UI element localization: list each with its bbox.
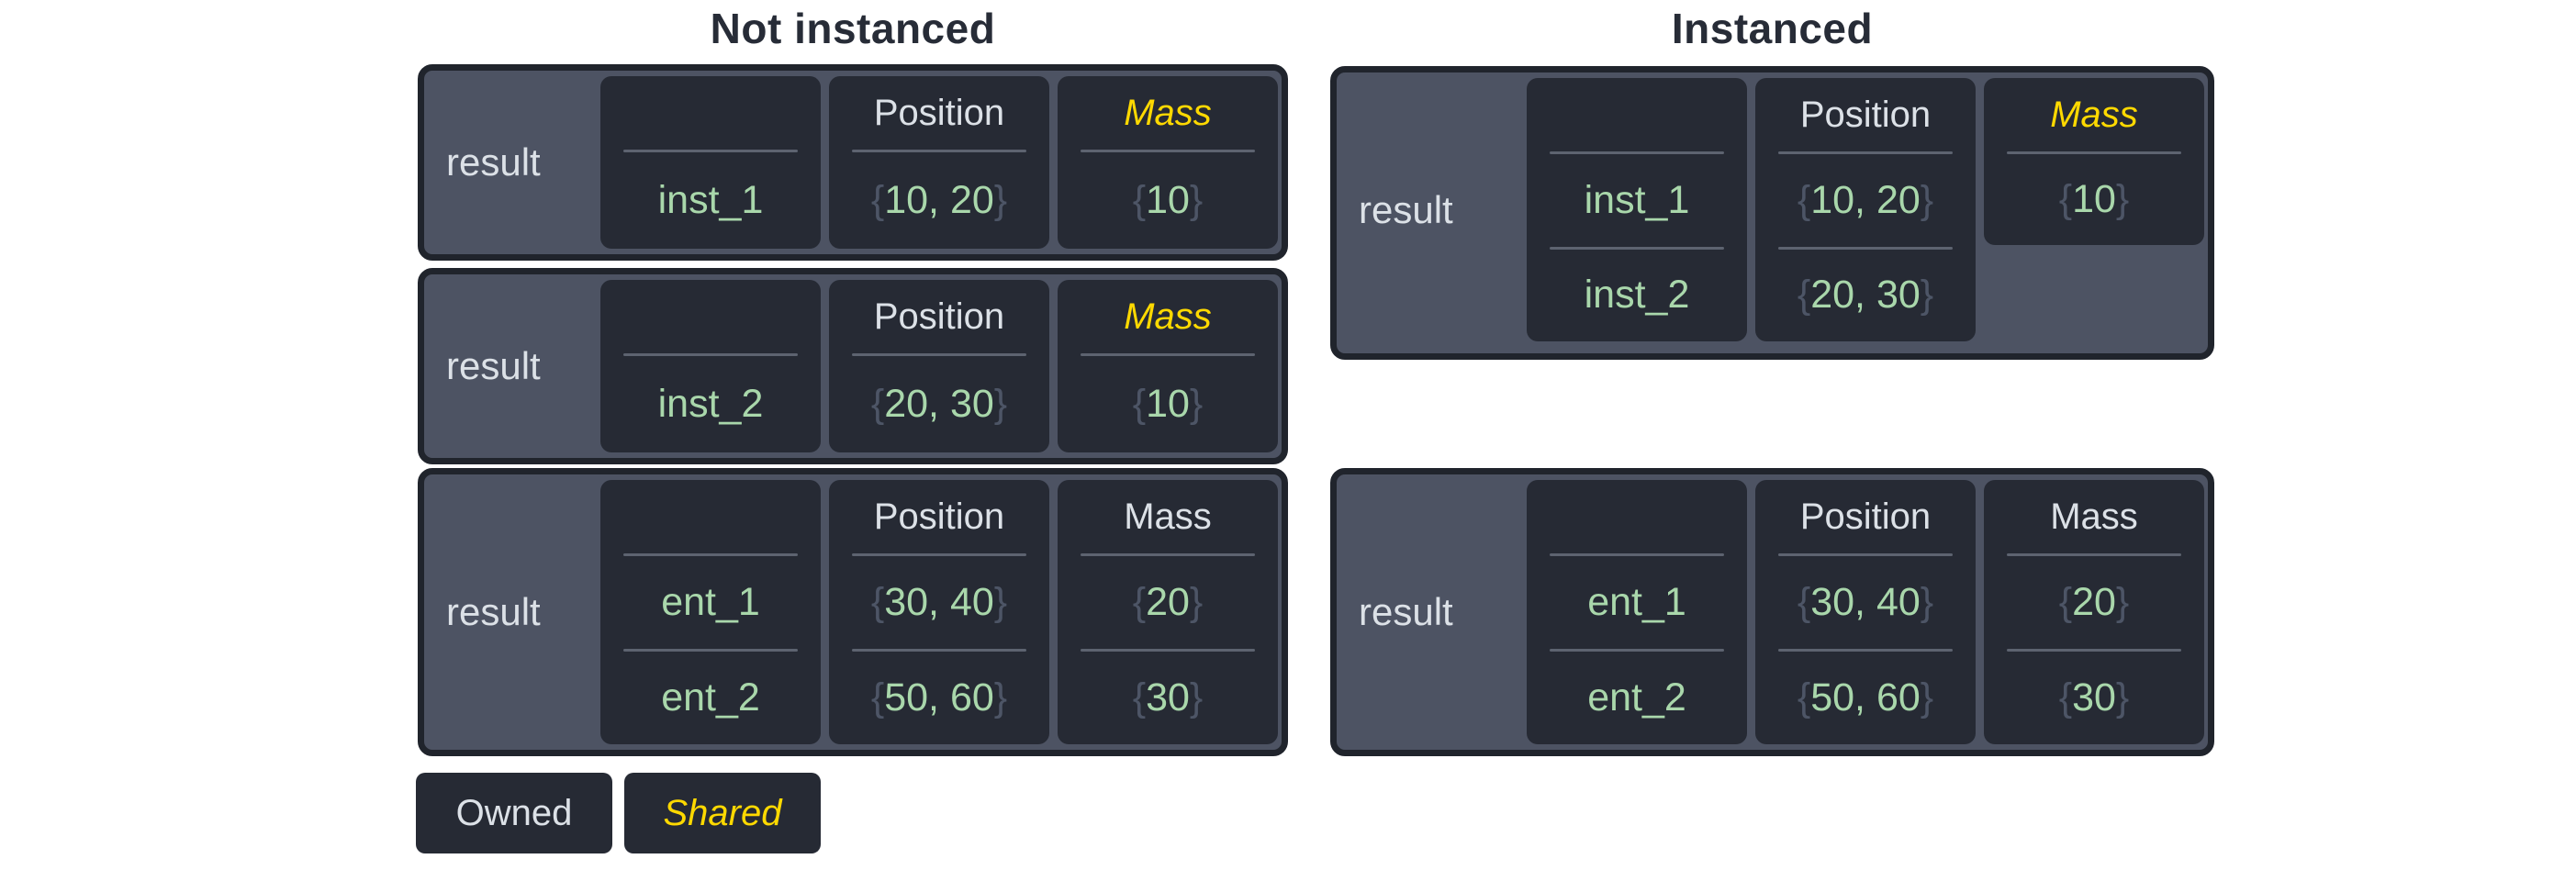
cells: inst_1 inst_2 Position {10, 20} {20, 30}… [1527, 78, 2204, 341]
divider [623, 649, 798, 652]
divider [852, 553, 1026, 556]
divider [1778, 246, 1953, 250]
position-value: {30, 40} [1797, 580, 1934, 624]
mass-column: Mass {20} {30} [1058, 480, 1278, 744]
result-label: result [1359, 187, 1453, 231]
mass-column-header: Mass [2050, 496, 2138, 537]
divider [852, 649, 1026, 652]
position-column: Position {10, 20} {20, 30} [1755, 78, 1976, 341]
position-column-header: Position [1799, 496, 1932, 537]
divider [1081, 553, 1255, 556]
legend-shared: Shared [624, 773, 821, 853]
divider [852, 353, 1026, 356]
mass-column-header: Mass [1124, 296, 1212, 337]
position-column-header: Position [873, 496, 1005, 537]
position-value: {10, 20} [870, 178, 1008, 222]
position-column-header: Position [873, 296, 1005, 337]
divider [1081, 150, 1255, 152]
divider [1550, 151, 1724, 154]
mass-column-header: Mass [1124, 92, 1212, 133]
entity-name: inst_1 [657, 178, 764, 222]
cells: ent_1 ent_2 Position {30, 40} {50, 60} M… [1527, 480, 2204, 744]
result-label: result [446, 140, 541, 184]
legend-owned: Owned [416, 773, 612, 853]
divider [2007, 553, 2181, 556]
entity-column-header [600, 480, 821, 553]
mass-column-header: Mass [2050, 94, 2138, 135]
divider [1778, 649, 1953, 652]
entity-name: ent_1 [1587, 580, 1686, 624]
divider [623, 353, 798, 356]
mass-value: {10} [1132, 382, 1204, 426]
mass-column-shared: Mass {10} [1984, 78, 2204, 245]
divider [1550, 246, 1724, 250]
position-column-header: Position [1799, 94, 1932, 135]
mass-column-header: Mass [1124, 496, 1212, 537]
mass-column: Mass {10} [1058, 280, 1278, 452]
mass-value: {20} [2058, 580, 2130, 624]
divider [852, 150, 1026, 152]
entity-column-header [1527, 78, 1747, 151]
divider [2007, 649, 2181, 652]
position-value: {30, 40} [870, 580, 1008, 624]
position-column-header: Position [873, 92, 1005, 133]
cells: ent_1 ent_2 Position {30, 40} {50, 60} M… [600, 480, 1278, 744]
divider [1081, 353, 1255, 356]
position-column: Position {30, 40} {50, 60} [1755, 480, 1976, 744]
mass-value: {10} [2058, 177, 2130, 221]
position-column: Position {30, 40} {50, 60} [829, 480, 1049, 744]
divider [1550, 649, 1724, 652]
legend: Owned Shared [416, 773, 821, 853]
cells: inst_2 Position {20, 30} Mass {10} [600, 280, 1278, 452]
entity-name: inst_2 [657, 382, 764, 426]
entity-column: ent_1 ent_2 [1527, 480, 1747, 744]
entity-name: inst_1 [1584, 177, 1690, 222]
result-label: result [1359, 590, 1453, 633]
entity-column: inst_1 inst_2 [1527, 78, 1747, 341]
divider [1778, 553, 1953, 556]
group-title-instanced: Instanced [1671, 5, 1874, 52]
cells: inst_1 Position {10, 20} Mass {10} [600, 76, 1278, 249]
mass-value: {30} [2058, 675, 2130, 719]
result-box-entities-right: result ent_1 ent_2 Position {30, 40} {50… [1330, 468, 2214, 756]
mass-value: {10} [1132, 178, 1204, 222]
entity-column: inst_1 [600, 76, 821, 249]
entity-name: ent_2 [661, 675, 760, 719]
entity-name: ent_2 [1587, 675, 1686, 719]
result-label: result [446, 590, 541, 633]
mass-column: Mass {20} {30} [1984, 480, 2204, 744]
entity-name: ent_1 [661, 580, 760, 624]
result-box-entities-left: result ent_1 ent_2 Position {30, 40} {50… [418, 468, 1288, 756]
entity-name: inst_2 [1584, 273, 1690, 318]
divider [1778, 151, 1953, 154]
result-box-instances-merged: result inst_1 inst_2 Position {10, 20} {… [1330, 66, 2214, 360]
mass-column: Mass {10} [1058, 76, 1278, 249]
position-value: {50, 60} [870, 675, 1008, 719]
position-value: {20, 30} [1797, 273, 1934, 318]
result-box-inst2: result inst_2 Position {20, 30} Mass {10… [418, 268, 1288, 464]
result-box-inst1: result inst_1 Position {10, 20} Mass {10… [418, 64, 1288, 261]
entity-column: ent_1 ent_2 [600, 480, 821, 744]
mass-value: {30} [1132, 675, 1204, 719]
position-column: Position {10, 20} [829, 76, 1049, 249]
position-value: {50, 60} [1797, 675, 1934, 719]
result-label: result [446, 344, 541, 387]
divider [623, 553, 798, 556]
mass-value: {20} [1132, 580, 1204, 624]
divider [1550, 553, 1724, 556]
group-title-not-instanced: Not instanced [710, 5, 996, 52]
position-value: {20, 30} [870, 382, 1008, 426]
position-value: {10, 20} [1797, 177, 1934, 222]
entity-column-header [600, 280, 821, 353]
divider [1081, 649, 1255, 652]
entity-column-header [1527, 480, 1747, 553]
divider [2007, 151, 2181, 154]
entity-column: inst_2 [600, 280, 821, 452]
position-column: Position {20, 30} [829, 280, 1049, 452]
divider [623, 150, 798, 152]
entity-column-header [600, 76, 821, 150]
